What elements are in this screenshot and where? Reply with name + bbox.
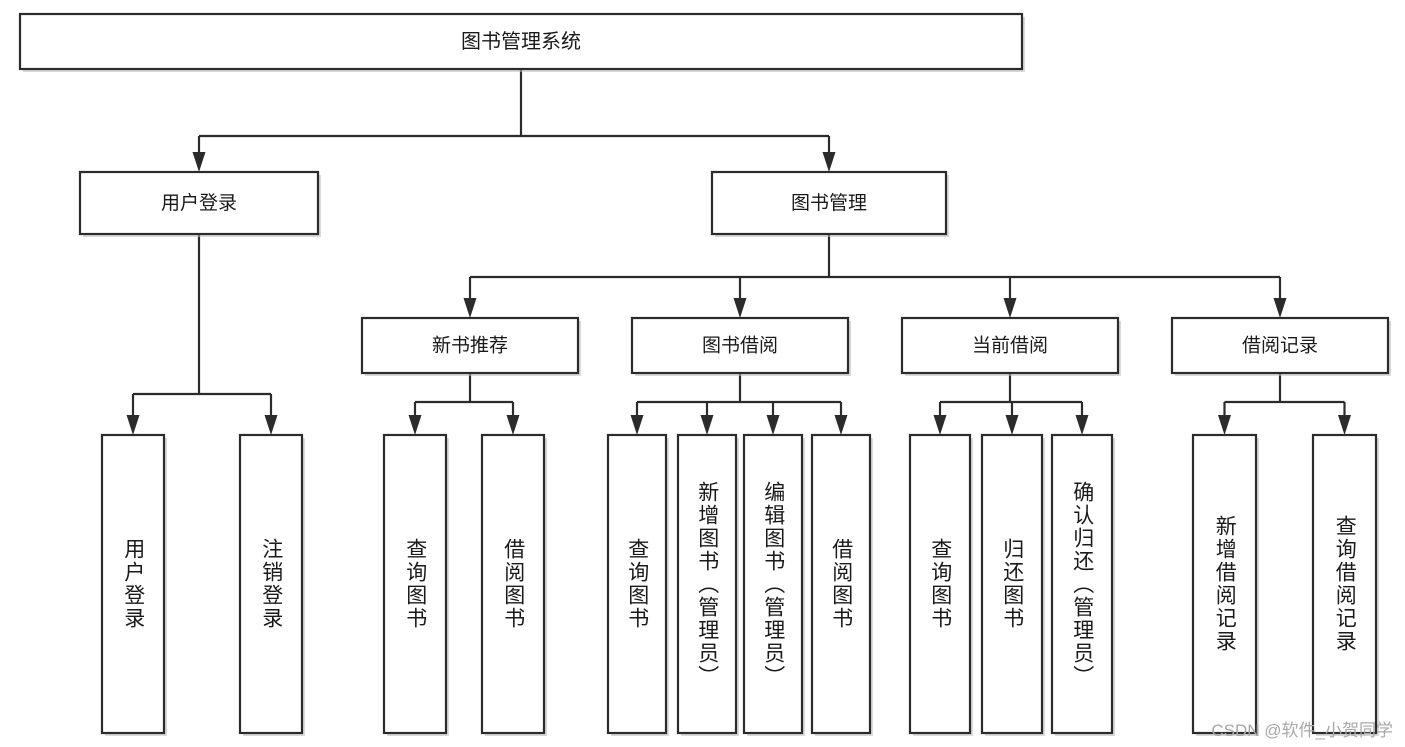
node-leaf_11[interactable]	[1191, 433, 1259, 736]
arrow-head-leaf_6	[766, 415, 780, 435]
node-label-root: 图书管理系统	[461, 30, 581, 53]
arrow-head-l2_3	[1273, 298, 1287, 318]
node-label-l2_3: 借阅记录	[1242, 335, 1318, 357]
edges-layer	[126, 69, 1351, 435]
node-label-l2_2: 当前借阅	[972, 335, 1048, 357]
node-leaf_4[interactable]	[606, 433, 669, 736]
node-leaf_6[interactable]	[742, 433, 805, 736]
node-rect-l2_0[interactable]	[360, 316, 580, 375]
node-leaf_2[interactable]	[382, 433, 449, 736]
watermark-text: CSDN @软件_小贺同学	[1211, 721, 1393, 740]
node-rect-leaf_9[interactable]	[980, 433, 1044, 735]
arrow-head-leaf_3	[506, 415, 520, 435]
node-rect-leaf_3[interactable]	[480, 433, 546, 735]
node-rect-leaf_2[interactable]	[382, 433, 448, 735]
arrow-head-leaf_10	[1075, 415, 1089, 435]
node-rect-leaf_1[interactable]	[238, 433, 304, 735]
node-rect-leaf_6[interactable]	[742, 433, 804, 735]
node-leaf_10[interactable]	[1050, 433, 1115, 736]
node-rect-leaf_10[interactable]	[1050, 433, 1114, 735]
node-rect-leaf_11[interactable]	[1191, 433, 1258, 735]
node-leaf_0[interactable]	[100, 433, 167, 736]
node-leaf_3[interactable]	[480, 433, 547, 736]
node-rect-root[interactable]	[18, 12, 1024, 71]
node-root[interactable]: 图书管理系统	[18, 12, 1025, 72]
node-leaf_7[interactable]	[810, 433, 873, 736]
node-rect-leaf_8[interactable]	[908, 433, 972, 735]
node-leaf_12[interactable]	[1311, 433, 1379, 736]
node-rect-l2_3[interactable]	[1170, 316, 1390, 375]
node-rect-leaf_0[interactable]	[100, 433, 166, 735]
arrow-head-leaf_2	[408, 415, 422, 435]
node-leaf_9[interactable]	[980, 433, 1045, 736]
node-label-l2_0: 新书推荐	[432, 335, 508, 357]
node-leaf_1[interactable]	[238, 433, 305, 736]
arrow-head-leaf_12	[1338, 415, 1351, 435]
node-rect-leaf_12[interactable]	[1311, 433, 1378, 735]
arrow-head-leaf_5	[700, 415, 714, 435]
arrow-head-leaf_11	[1218, 415, 1231, 435]
node-label-l1_0: 用户登录	[161, 192, 237, 214]
arrow-head-leaf_1	[264, 415, 278, 435]
node-rect-l2_2[interactable]	[900, 316, 1120, 375]
arrow-head-leaf_4	[630, 415, 644, 435]
node-rect-l2_1[interactable]	[630, 316, 850, 375]
node-label-l2_1: 图书借阅	[702, 335, 778, 357]
node-l1_0[interactable]: 用户登录	[78, 170, 321, 237]
node-rect-leaf_5[interactable]	[676, 433, 738, 735]
node-rect-l1_0[interactable]	[78, 170, 320, 236]
node-leaf_5[interactable]	[676, 433, 739, 736]
node-l2_2[interactable]: 当前借阅	[900, 316, 1121, 376]
arrow-head-leaf_0	[126, 415, 140, 435]
node-l2_1[interactable]: 图书借阅	[630, 316, 851, 376]
arrow-head-l2_0	[463, 298, 477, 318]
node-l1_1[interactable]: 图书管理	[710, 170, 949, 237]
node-leaf_8[interactable]	[908, 433, 973, 736]
node-rect-leaf_4[interactable]	[606, 433, 668, 735]
arrow-head-l1_0	[192, 152, 206, 172]
arrow-head-l2_1	[733, 298, 747, 318]
arrow-head-leaf_8	[933, 415, 947, 435]
node-label-l1_1: 图书管理	[791, 192, 867, 214]
arrow-head-l1_1	[822, 152, 836, 172]
node-rect-leaf_7[interactable]	[810, 433, 872, 735]
node-rect-l1_1[interactable]	[710, 170, 948, 236]
arrow-head-leaf_7	[834, 415, 848, 435]
node-l2_0[interactable]: 新书推荐	[360, 316, 581, 376]
node-l2_3[interactable]: 借阅记录	[1170, 316, 1391, 376]
arrow-head-leaf_9	[1005, 415, 1019, 435]
arrow-head-l2_2	[1003, 298, 1017, 318]
